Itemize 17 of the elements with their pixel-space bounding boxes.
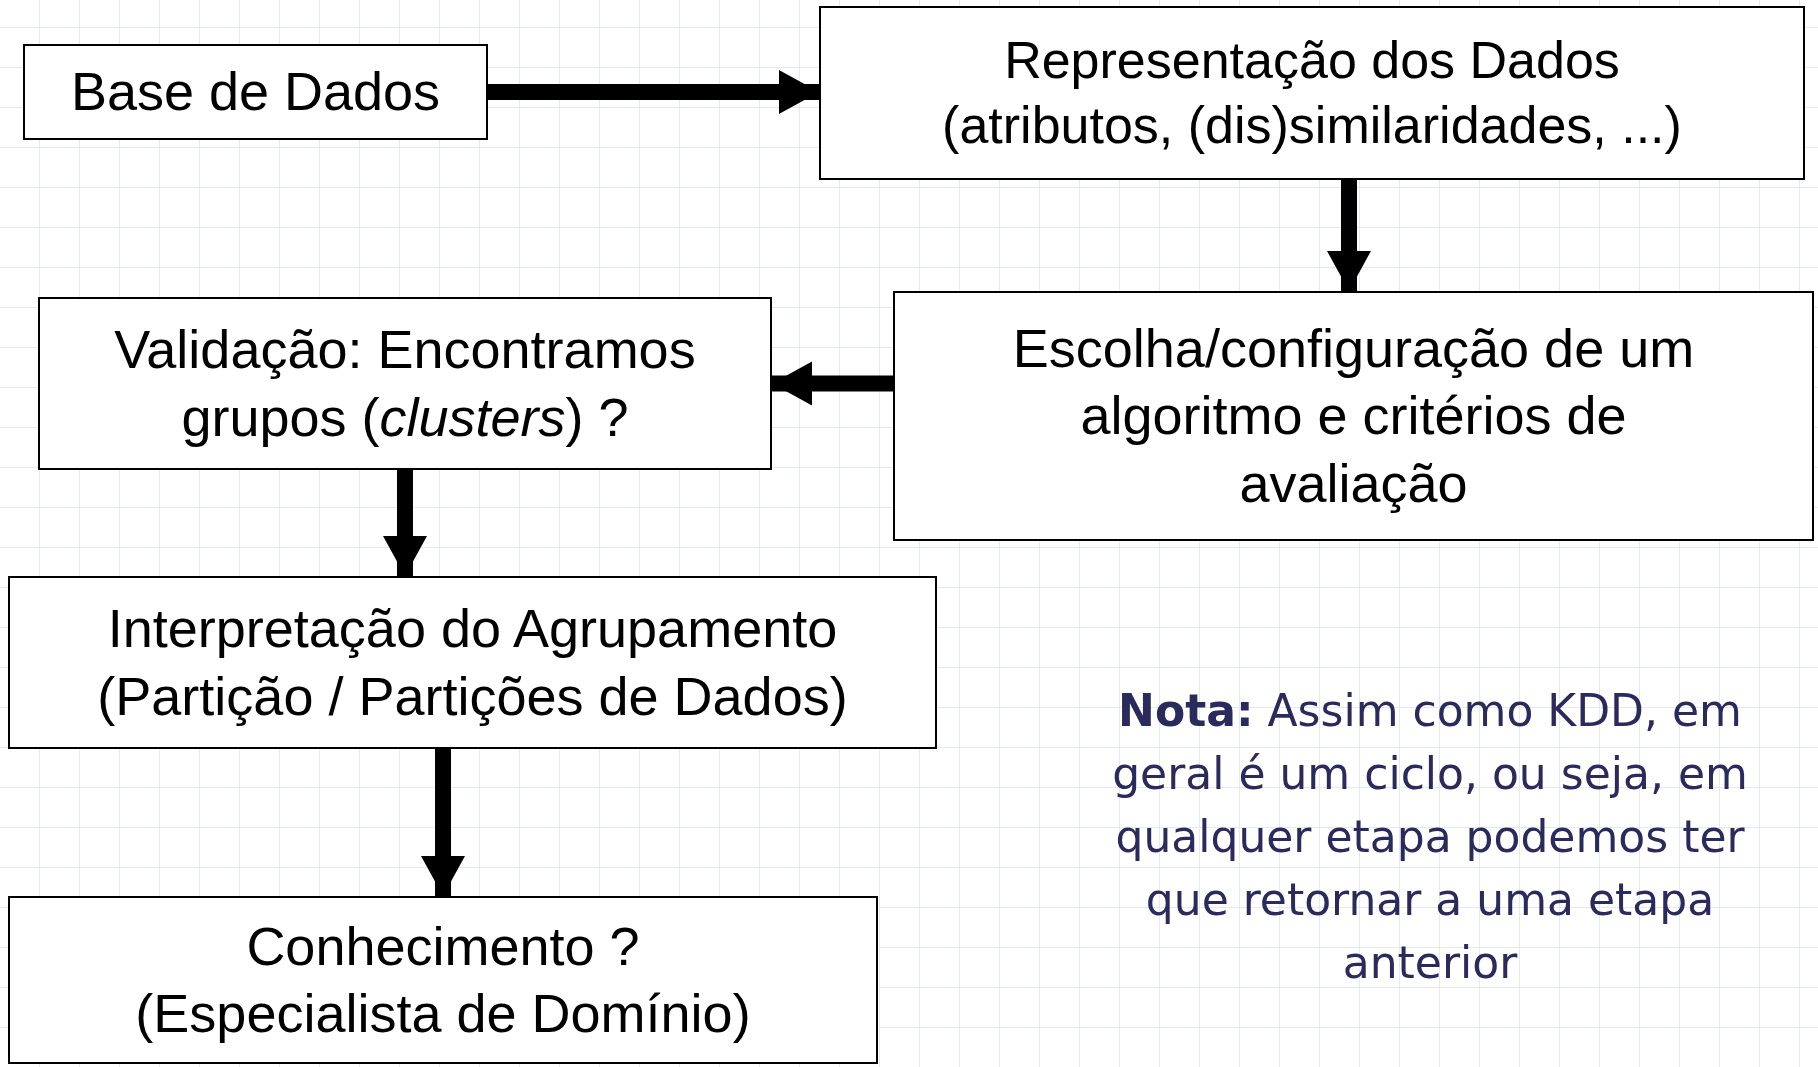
arrow <box>488 70 819 114</box>
process-box <box>8 576 937 749</box>
arrow <box>421 749 465 896</box>
arrow <box>772 361 893 406</box>
process-box <box>893 291 1814 541</box>
process-box <box>819 6 1805 180</box>
box-text: Escolha/configuração de um algoritmo e critérios de avaliação <box>1011 316 1696 515</box>
note-text: Nota: Assim como KDD, em geral é um ciclo, ou seja, em qualquer etapa podemos ter que retornar a uma etapa anterior <box>1111 684 1749 990</box>
box-text: Validação: Encontramos grupos (clusters) ? <box>113 318 697 449</box>
box-text: Representação dos Dados (atributos, (dis)similaridades, ...) <box>941 30 1683 156</box>
box-text: Base de Dados <box>70 60 441 124</box>
process-box <box>23 44 488 140</box>
process-box <box>38 297 772 470</box>
process-box <box>8 896 878 1064</box>
box-text: Conhecimento ? (Especialista de Domínio) <box>134 914 752 1045</box>
arrow <box>1327 180 1371 291</box>
box-text: Interpretação do Agrupamento (Partição / Partições de Dados) <box>96 597 849 728</box>
